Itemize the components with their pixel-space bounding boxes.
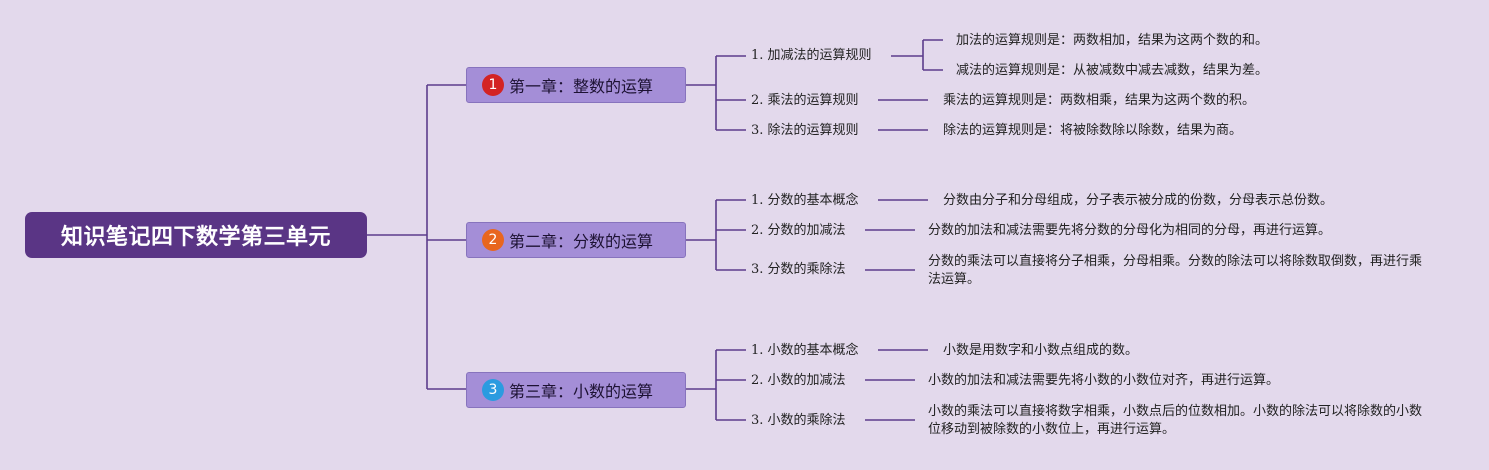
topic-node[interactable]: 2. 乘法的运算规则: [751, 93, 859, 108]
leaf-node[interactable]: 分数的加法和减法需要先将分数的分母化为相同的分母，再进行运算。: [928, 223, 1332, 238]
number-badge-icon: 1: [482, 74, 504, 96]
leaf-node[interactable]: 乘法的运算规则是：两数相乘，结果为这两个数的积。: [943, 93, 1256, 108]
leaf-node[interactable]: 除法的运算规则是：将被除数除以除数，结果为商。: [943, 123, 1243, 138]
root-node[interactable]: 知识笔记四下数学第三单元: [25, 212, 367, 258]
number-badge-icon: 3: [482, 379, 504, 401]
topic-node[interactable]: 2. 小数的加减法: [751, 373, 846, 388]
root-title: 知识笔记四下数学第三单元: [60, 225, 331, 250]
leaf-node[interactable]: 分数的乘法可以直接将分子相乘，分母相乘。分数的除法可以将除数取倒数，再进行乘法运…: [928, 254, 1423, 287]
chapter-node-2[interactable]: 2 第二章：分数的运算: [466, 222, 686, 258]
topic-node[interactable]: 3. 分数的乘除法: [751, 262, 846, 277]
chapter-title: 第二章：分数的运算: [509, 232, 654, 251]
chapter-node-1[interactable]: 1 第一章：整数的运算: [466, 67, 686, 103]
chapter-node-3[interactable]: 3 第三章：小数的运算: [466, 372, 686, 408]
topic-node[interactable]: 1. 加减法的运算规则: [751, 48, 872, 63]
topic-node[interactable]: 3. 小数的乘除法: [751, 413, 846, 428]
leaf-node[interactable]: 分数由分子和分母组成，分子表示被分成的份数，分母表示总份数。: [943, 193, 1334, 208]
leaf-node[interactable]: 减法的运算规则是：从被减数中减去减数，结果为差。: [956, 63, 1269, 78]
leaf-node[interactable]: 加法的运算规则是：两数相加，结果为这两个数的和。: [956, 33, 1269, 48]
topic-node[interactable]: 1. 分数的基本概念: [751, 193, 859, 208]
number-badge-icon: 2: [482, 229, 504, 251]
leaf-node[interactable]: 小数的加法和减法需要先将小数的小数位对齐，再进行运算。: [928, 373, 1280, 388]
topic-node[interactable]: 2. 分数的加减法: [751, 223, 846, 238]
leaf-node[interactable]: 小数的乘法可以直接将数字相乘，小数点后的位数相加。小数的除法可以将除数的小数位移…: [928, 404, 1423, 437]
chapter-title: 第一章：整数的运算: [509, 77, 654, 96]
leaf-node[interactable]: 小数是用数字和小数点组成的数。: [943, 343, 1139, 358]
topic-node[interactable]: 1. 小数的基本概念: [751, 343, 859, 358]
topic-node[interactable]: 3. 除法的运算规则: [751, 123, 859, 138]
chapter-title: 第三章：小数的运算: [509, 382, 654, 401]
